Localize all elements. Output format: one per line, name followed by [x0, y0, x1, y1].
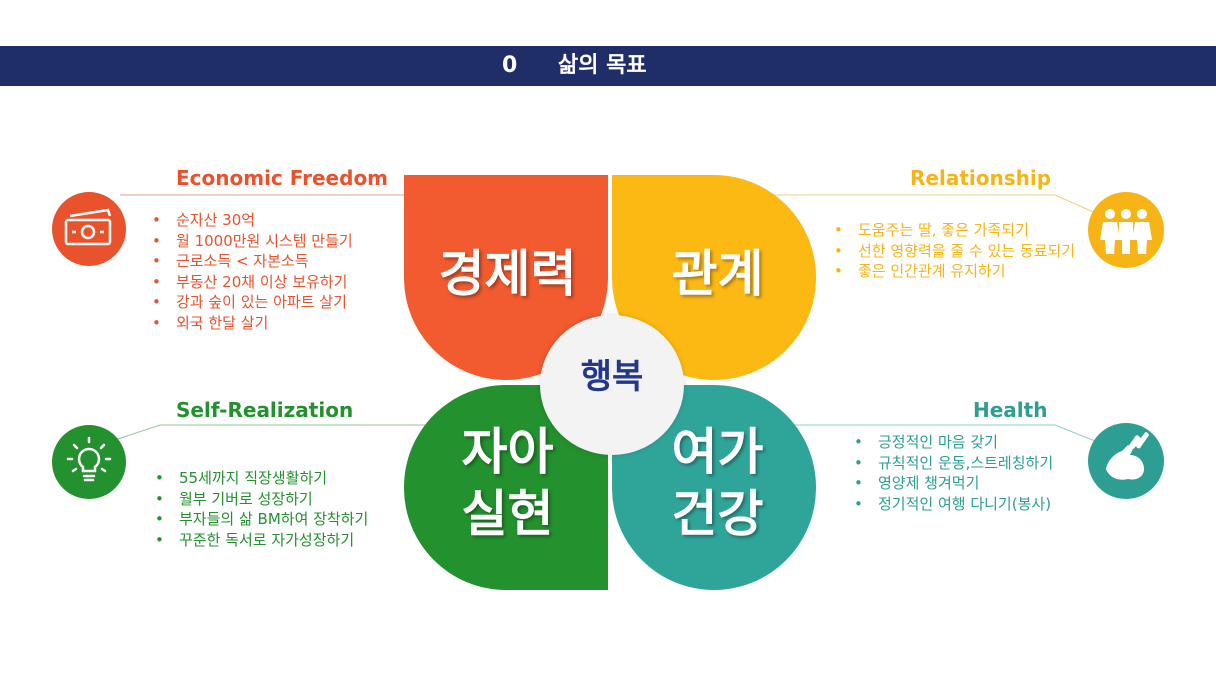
relationship-icon-circle — [1088, 192, 1164, 268]
petal-economy — [404, 175, 608, 380]
family-icon — [1100, 209, 1152, 254]
muscle-icon — [1106, 432, 1149, 480]
center-circle — [540, 315, 684, 455]
petal-economy-label: 경제력 — [438, 245, 577, 303]
economic-list: 순자산 30억 월 1000만원 시스템 만들기 근로소득 < 자본소득 부동산… — [152, 210, 353, 333]
center-label: 행복 — [580, 357, 644, 397]
relationship-list: 도움주는 딸, 좋은 가족되기 선한 영향력을 줄 수 있는 동료되기 좋은 인… — [834, 220, 1075, 282]
money-icon — [64, 208, 112, 246]
petal-health-label-2: 건강 — [671, 485, 764, 543]
petal-self-label-2: 실현 — [461, 485, 554, 543]
list-item: 부자들의 삶 BM하여 장착하기 — [155, 509, 368, 530]
list-item: 근로소득 < 자본소득 — [152, 251, 353, 272]
self-list: 55세까지 직장생활하기 월부 기버로 성장하기 부자들의 삶 BM하여 장착하… — [155, 468, 368, 550]
petal-relation — [612, 175, 816, 380]
list-item: 강과 숲이 있는 아파트 살기 — [152, 292, 353, 313]
petal-self — [404, 385, 608, 590]
self-title: Self-Realization — [176, 398, 354, 422]
list-item: 정기적인 여행 다니기(봉사) — [854, 494, 1053, 515]
section-number: 0 — [502, 53, 518, 78]
connector-relationship — [770, 194, 1101, 216]
list-item: 순자산 30억 — [152, 210, 353, 231]
relationship-title: Relationship — [910, 166, 1052, 190]
health-icon-circle — [1088, 423, 1164, 499]
self-icon-circle — [52, 425, 126, 499]
list-item: 긍정적인 마음 갖기 — [854, 432, 1053, 453]
connector-health — [770, 424, 1106, 446]
list-item: 월부 기버로 성장하기 — [155, 489, 368, 510]
list-item: 도움주는 딸, 좋은 가족되기 — [834, 220, 1075, 241]
petal-relation-label: 관계 — [671, 245, 764, 303]
list-item: 좋은 인간관계 유지하기 — [834, 261, 1075, 282]
header-bar: 0 삶의 목표 — [0, 46, 1216, 86]
list-item: 월 1000만원 시스템 만들기 — [152, 231, 353, 252]
health-title: Health — [973, 398, 1048, 422]
petal-health — [612, 385, 816, 590]
economic-icon-circle — [52, 192, 126, 266]
list-item: 55세까지 직장생활하기 — [155, 468, 368, 489]
list-item: 선한 영향력을 줄 수 있는 동료되기 — [834, 241, 1075, 262]
list-item: 규칙적인 운동,스트레칭하기 — [854, 453, 1053, 474]
list-item: 부동산 20채 이상 보유하기 — [152, 272, 353, 293]
list-item: 영양제 챙겨먹기 — [854, 473, 1053, 494]
petal-self-label-1: 자아 — [461, 423, 554, 481]
petal-health-label-1: 여가 — [671, 423, 764, 481]
list-item: 꾸준한 독서로 자가성장하기 — [155, 530, 368, 551]
lightbulb-icon — [66, 436, 112, 482]
list-item: 외국 한달 살기 — [152, 313, 353, 334]
connector-self — [114, 424, 455, 441]
economic-title: Economic Freedom — [176, 166, 389, 190]
page-title: 삶의 목표 — [558, 53, 647, 78]
health-list: 긍정적인 마음 갖기 규칙적인 운동,스트레칭하기 영양제 챙겨먹기 정기적인 … — [854, 432, 1053, 514]
